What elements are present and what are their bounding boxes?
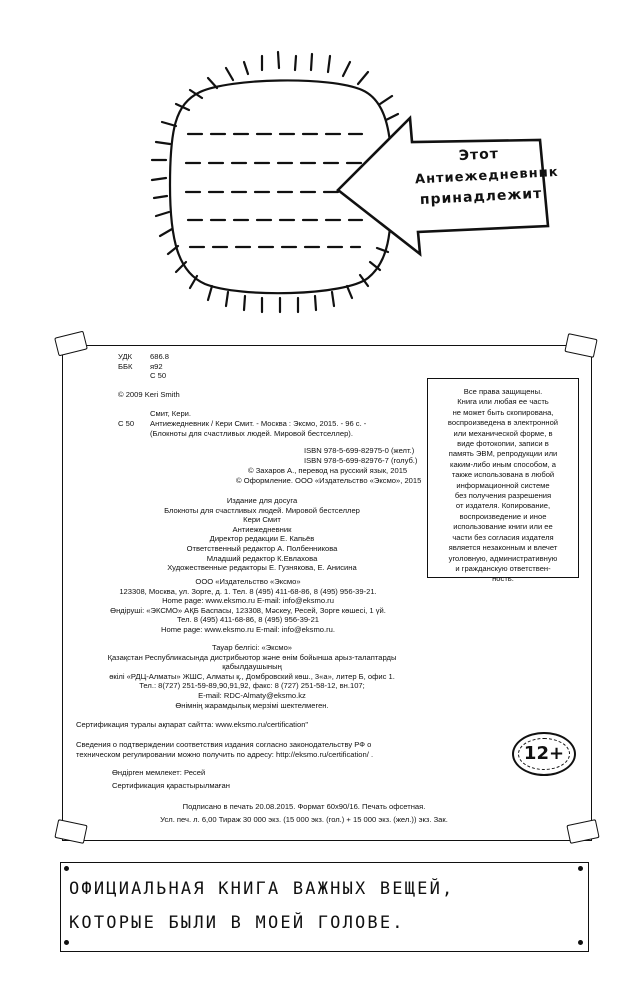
kz-line: Қазақстан Республикасында дистрибьютор ж… — [107, 652, 397, 662]
entry-author: Смит, Кери. — [150, 409, 192, 418]
isbn-blue: ISBN 978-5-699-82976-7 (голуб.) — [304, 456, 418, 465]
kz-line: Тел.: 8(727) 251-59-89,90,91,92, факс: 8… — [139, 681, 365, 691]
print-info-line: Усл. печ. л. 6,00 Тираж 30 000 экз. (15 … — [160, 814, 448, 824]
publisher-line: Home page: www.eksmo.ru E-mail: info@eks… — [162, 596, 334, 606]
publisher-block: ООО «Издательство «Эксмо» 123308, Москва… — [80, 577, 416, 635]
print-info-line: Подписано в печать 20.08.2015. Формат 60… — [182, 802, 426, 811]
credit-line: Младший редактор К.Евлахова — [206, 553, 318, 563]
kz-line: қабылдаушының — [222, 662, 282, 672]
kazakhstan-block: Тауар белгісі: «Эксмо» Қазақстан Республ… — [60, 643, 444, 710]
certification-ru: Сведения о подтверждении соответствия из… — [76, 740, 373, 759]
translation-copyright: © Захаров А., перевод на русский язык, 2… — [248, 466, 408, 475]
origin-line: Сертификация қарастырылмаған — [112, 780, 230, 790]
ownership-illustration — [150, 50, 550, 314]
kz-line: Тауар белгісі: «Эксмо» — [211, 643, 293, 652]
bbk-value: я92 — [150, 361, 163, 371]
imprint-sheet — [62, 345, 592, 841]
certification-ru-line: техническом регулировании можно получить… — [76, 749, 374, 759]
publisher-line: Home page: www.eksmo.ru E-mail: info@eks… — [161, 624, 335, 634]
origin-block: Өндірген мемлекет: Ресей Сертификация қа… — [112, 768, 230, 790]
credit-line: Блокноты для счастливых людей. Мировой б… — [164, 505, 360, 515]
design-copyright: © Оформление. ООО «Издательство «Эксмо»,… — [236, 476, 422, 485]
publisher-line: Өндіруші: «ЭКСМО» АҚБ Баспасы, 123308, М… — [110, 605, 386, 615]
motto-box: ОФИЦИАЛЬНАЯ КНИГА ВАЖНЫХ ВЕЩЕЙ, КОТОРЫЕ … — [60, 862, 589, 952]
motto-nail-right — [578, 866, 583, 871]
udk-value: 686.8 — [150, 352, 170, 361]
motto-nail-bottom-left — [64, 940, 69, 945]
credit-line: Художественные редакторы Е. Гузнякова, Е… — [167, 563, 357, 573]
credit-line: Ответственный редактор А. Полбенникова — [186, 543, 338, 553]
publisher-line: ООО «Издательство «Эксмо» — [195, 577, 301, 586]
credits: Издание для досуга Блокноты для счастлив… — [112, 496, 412, 573]
motto-nail-left — [64, 866, 69, 871]
publisher-line: 123308, Москва, ул. Зорге, д. 1. Тел. 8 … — [119, 586, 377, 596]
age-rating-ring — [518, 738, 570, 770]
entry-title: Антиежедневник / Кери Смит. - Москва : Э… — [150, 419, 367, 428]
entry-series: (Блокноты для счастливых людей. Мировой … — [150, 429, 353, 438]
age-rating-value: 12+ — [523, 743, 565, 764]
credit-line: Издание для досуга — [226, 496, 298, 505]
udk-label: УДК — [118, 352, 133, 361]
classification: УДК 686.8 ББК я92 С 50 — [118, 352, 169, 381]
bbk-label: ББК — [118, 361, 133, 371]
isbn-yellow: ISBN 978-5-699-82975-0 (желт.) — [304, 446, 415, 455]
original-copyright: © 2009 Keri Smith — [118, 390, 180, 399]
credit-line: Кери Смит — [243, 515, 281, 525]
ownership-label: Этот Антиежедневник принадлежит — [413, 142, 559, 212]
credit-line: Директор редакции Е. Капьёв — [209, 534, 315, 544]
kz-line: E-mail: RDC-Almaty@eksmo.kz — [198, 690, 306, 700]
motto-line1: ОФИЦИАЛЬНАЯ КНИГА ВАЖНЫХ ВЕЩЕЙ, — [69, 879, 455, 899]
kz-line: Өнімнің жарамдылық мерзімі шектелмеген. — [175, 700, 329, 710]
certification-kz: Сертификация туралы ақпарат сайтта: www.… — [76, 720, 309, 729]
certification-ru-line: Сведения о подтверждении соответствия из… — [76, 740, 372, 749]
entry-code: С 50 — [118, 419, 135, 428]
author-code: С 50 — [150, 371, 167, 381]
kz-line: өкілі «РДЦ-Алматы» ЖШС, Алматы қ., Домбр… — [109, 671, 395, 681]
rights-notice-box: Все права защищены. Книга или любая ее ч… — [427, 378, 579, 583]
motto-line2: КОТОРЫЕ БЫЛИ В МОЕЙ ГОЛОВЕ. — [69, 913, 405, 933]
publisher-line: Тел. 8 (495) 411-68-86, 8 (495) 956-39-2… — [176, 615, 320, 625]
credit-line: Антиежедневник — [232, 524, 292, 534]
rights-notice-text: Все права защищены. Книга или любая ее ч… — [447, 387, 559, 584]
print-info: Подписано в печать 20.08.2015. Формат 60… — [118, 802, 490, 824]
age-rating-badge: 12+ — [512, 732, 576, 776]
motto-nail-bottom-right — [578, 940, 583, 945]
origin-line: Өндірген мемлекет: Ресей — [112, 768, 206, 777]
